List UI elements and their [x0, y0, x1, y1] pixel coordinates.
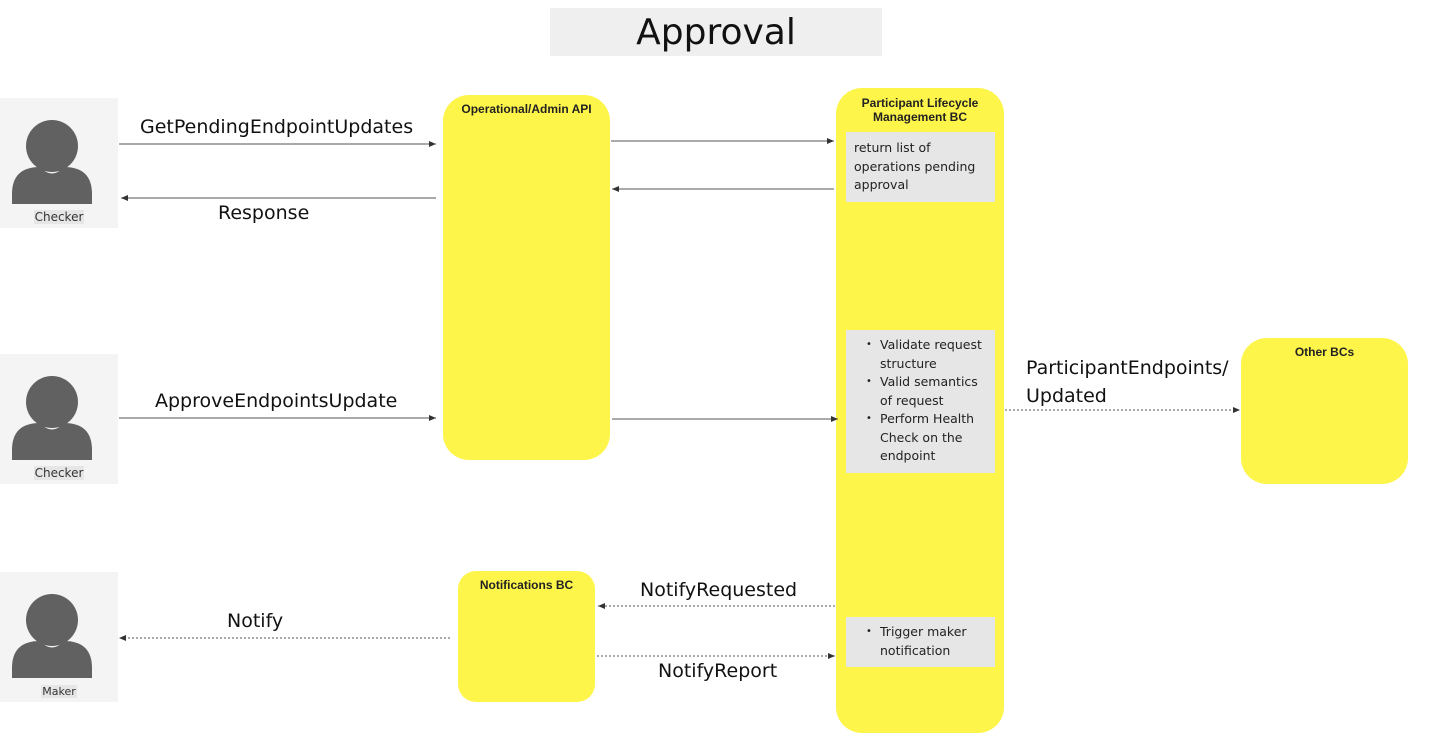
note-line: Check on the [880, 429, 963, 445]
admin-api-box: Operational/Admin API [443, 95, 610, 460]
note-validation: Validate request structure Valid semanti… [846, 330, 995, 473]
msg-endpoints-updated-line2: Updated [1026, 385, 1107, 407]
note-line: endpoint [880, 448, 936, 463]
note-line: approval [854, 177, 909, 192]
msg-endpoints-updated: ParticipantEndpoints/ Updated [1026, 354, 1229, 410]
note-line: operations pending [854, 158, 976, 174]
note-line: Perform Health [880, 411, 975, 426]
msg-approve: ApproveEndpointsUpdate [155, 390, 398, 412]
msg-response: Response [218, 202, 310, 224]
msg-get-pending: GetPendingEndpointUpdates [140, 116, 414, 138]
user-icon [12, 120, 92, 204]
diagram-title-box: Approval [550, 8, 882, 56]
actor-label: Checker [33, 466, 85, 480]
user-icon [12, 376, 92, 460]
msg-notify-report: NotifyReport [658, 660, 778, 682]
note-line: notification [880, 642, 951, 658]
other-bcs-box: Other BCs [1241, 338, 1408, 484]
plm-title: Participant Lifecycle Management BC [840, 96, 1000, 124]
msg-notify-requested: NotifyRequested [640, 579, 798, 601]
actor-checker-2: Checker [0, 354, 118, 484]
actor-maker: Maker [0, 572, 118, 702]
user-icon [12, 594, 92, 678]
actor-label: Checker [33, 210, 85, 224]
notifications-box: Notifications BC [458, 571, 595, 702]
note-bullet: Perform Health Check on the endpoint [846, 410, 995, 466]
note-line: Validate request [880, 337, 982, 352]
other-bcs-title: Other BCs [1294, 345, 1355, 359]
note-bullet: Trigger maker notification [846, 623, 995, 660]
diagram-title: Approval [636, 11, 796, 53]
note-trigger: Trigger maker notification [846, 617, 995, 667]
note-line: Trigger maker [880, 624, 967, 639]
plm-title-line1: Participant Lifecycle [861, 96, 979, 110]
note-pending-list: return list of operations pending approv… [846, 132, 995, 202]
note-bullet: Valid semantics of request [846, 373, 995, 410]
plm-title-line2: Management BC [872, 110, 967, 124]
msg-endpoints-updated-line1: ParticipantEndpoints/ [1026, 357, 1229, 379]
admin-api-title: Operational/Admin API [461, 102, 592, 116]
note-line: of request [880, 392, 944, 408]
actor-label: Maker [41, 685, 77, 698]
msg-notify: Notify [227, 610, 284, 632]
note-bullet: Validate request structure [846, 336, 995, 373]
note-line: return list of [854, 140, 931, 155]
note-line: Valid semantics [880, 374, 978, 389]
note-line: structure [880, 355, 937, 371]
notifications-title: Notifications BC [479, 578, 574, 592]
actor-checker-1: Checker [0, 98, 118, 228]
